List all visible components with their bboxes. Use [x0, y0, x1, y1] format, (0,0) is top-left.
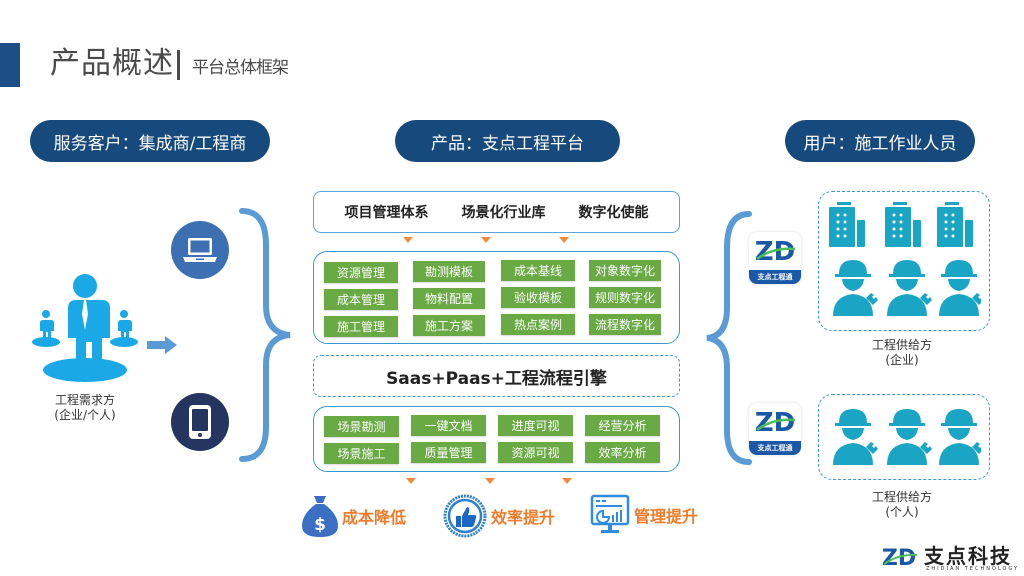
pillars-box: 项目管理体系 场景化行业库 数字化使能	[313, 191, 680, 233]
app-item: 一键文档	[411, 415, 486, 436]
pillar-project-management: 项目管理体系	[344, 205, 429, 221]
laptop-icon	[183, 238, 217, 262]
benefit-management: 管理提升	[590, 494, 698, 536]
module-item: 勘测模板	[413, 261, 485, 282]
left-brace	[239, 208, 291, 462]
down-triangle-icon	[562, 478, 572, 484]
workers-icon	[833, 260, 981, 316]
title-accent-bar	[0, 43, 20, 87]
svg-text:$: $	[314, 515, 326, 535]
company-name: 支点科技	[924, 544, 1012, 568]
zd-app-label: 支点工程通	[749, 441, 801, 455]
modules-box: 资源管理 勘测模板 成本基线 对象数字化 成本管理 物料配置 验收模板 规则数字…	[313, 251, 680, 344]
enterprise-supplier-box	[818, 191, 990, 331]
individual-supplier-box	[818, 394, 990, 480]
module-item: 施工管理	[324, 316, 398, 337]
benefit-efficiency: 效率提升	[443, 494, 555, 538]
engine-box: Saas+Paas+工程流程引擎	[313, 355, 680, 397]
module-item: 成本基线	[501, 260, 575, 281]
zd-logo-icon: ZD	[755, 408, 795, 436]
people-group-icon	[32, 274, 138, 382]
individual-label-line2: (个人)	[885, 505, 919, 519]
app-item: 场景施工	[324, 443, 399, 464]
module-item: 成本管理	[324, 289, 398, 310]
enterprise-label-line2: (企业)	[885, 353, 919, 367]
down-triangle-icon	[406, 478, 416, 484]
benefit-label: 管理提升	[634, 507, 699, 526]
app-item: 经营分析	[585, 415, 660, 436]
zd-app-icon: ZD 支点工程通	[749, 403, 801, 455]
company-logo: ZD 支点科技 ZHIDIAN TECHNOLOGY	[882, 544, 1017, 572]
module-item: 物料配置	[413, 288, 485, 309]
app-item: 效率分析	[585, 442, 660, 463]
laptop-device	[171, 221, 229, 279]
zd-app-label: 支点工程通	[749, 270, 801, 284]
workers-icon	[833, 409, 981, 465]
right-brace	[706, 211, 752, 465]
module-item: 对象数字化	[589, 260, 661, 281]
company-subtitle: ZHIDIAN TECHNOLOGY	[926, 566, 1020, 572]
demand-label-line2: (企业/个人)	[54, 408, 116, 422]
users-pill: 用户：施工作业人员	[785, 120, 975, 162]
down-triangle-icon	[485, 478, 495, 484]
money-bag-icon: $	[302, 496, 338, 537]
demand-label-line1: 工程需求方	[54, 393, 115, 407]
individual-supplier-label: 工程供给方 (个人)	[842, 490, 962, 520]
module-item: 流程数字化	[589, 314, 661, 335]
module-item: 验收模板	[501, 287, 575, 308]
down-triangle-icon	[403, 237, 413, 243]
thumbs-up-icon	[443, 494, 487, 538]
down-triangle-icon	[559, 237, 569, 243]
zd-logo-icon: ZD	[882, 546, 918, 568]
app-item: 质量管理	[411, 442, 486, 463]
app-item: 进度可视	[498, 415, 573, 436]
phone-icon	[189, 405, 211, 439]
benefit-cost-reduction: $ 成本降低	[302, 494, 406, 538]
zd-app-icon: ZD 支点工程通	[749, 232, 801, 284]
page-title: 产品概述	[50, 46, 174, 81]
phone-device	[171, 393, 229, 451]
app-item: 场景勘测	[324, 416, 399, 437]
module-item: 资源管理	[324, 262, 398, 283]
benefit-label: 成本降低	[342, 508, 407, 527]
pillar-digital-enablement: 数字化使能	[578, 205, 649, 221]
app-item: 资源可视	[498, 442, 573, 463]
page-subtitle: 平台总体框架	[192, 58, 289, 78]
buildings-icon	[829, 202, 973, 247]
enterprise-label-line1: 工程供给方	[871, 338, 932, 352]
module-item: 规则数字化	[589, 287, 661, 308]
zd-logo-icon: ZD	[755, 237, 795, 265]
module-item: 热点案例	[501, 314, 575, 335]
monitor-chart-icon	[590, 494, 630, 533]
module-item: 施工方案	[413, 315, 485, 336]
enterprise-supplier-label: 工程供给方 (企业)	[842, 338, 962, 368]
product-pill: 产品：支点工程平台	[395, 120, 620, 162]
arrow-right-icon	[147, 336, 177, 354]
individual-label-line1: 工程供给方	[871, 490, 932, 504]
demand-side-label: 工程需求方 (企业/个人)	[30, 393, 140, 423]
benefit-label: 效率提升	[491, 508, 556, 527]
pillar-scenario-library: 场景化行业库	[461, 205, 546, 221]
title-divider	[177, 50, 180, 80]
apps-box: 场景勘测 一键文档 进度可视 经营分析 场景施工 质量管理 资源可视 效率分析	[313, 406, 680, 472]
down-triangle-icon	[481, 237, 491, 243]
customers-pill: 服务客户：集成商/工程商	[30, 120, 270, 162]
